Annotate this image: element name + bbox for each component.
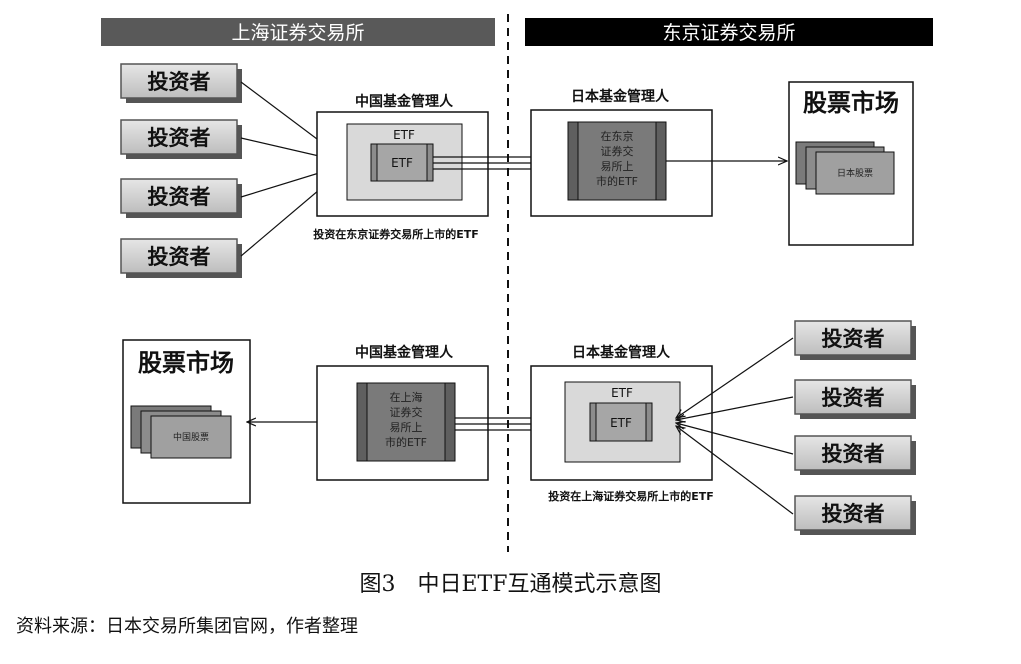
bottom-china-fund-box: 在上海 证券交 易所上 市的ETF <box>316 365 489 481</box>
top-market-title: 股票市场 <box>803 89 899 117</box>
top-japan-fund-title: 日本基金管理人 <box>571 88 670 105</box>
bottom-china-etf-line-1: 在上海 <box>390 390 423 404</box>
bottom-investor-4-label: 投资者 <box>822 502 885 526</box>
bottom-investor-2: 投资者 <box>794 379 916 419</box>
top-investor-1-label: 投资者 <box>148 70 211 94</box>
bottom-investor-4: 投资者 <box>794 495 916 535</box>
top-japan-etf-line-2: 证券交 <box>601 144 634 158</box>
header-shanghai-label: 上海证券交易所 <box>231 22 364 44</box>
bottom-investor-arrows <box>676 337 794 515</box>
top-note: 投资在东京证券交易所上市的ETF <box>313 227 479 241</box>
bottom-investor-3: 投资者 <box>794 435 916 475</box>
source-note: 资料来源：日本交易所集团官网，作者整理 <box>16 616 358 637</box>
header-shanghai: 上海证券交易所 <box>101 18 495 46</box>
top-china-etf-outer-label: ETF <box>393 128 415 142</box>
top-investor-3-label: 投资者 <box>148 185 211 209</box>
top-investor-2: 投资者 <box>120 119 242 159</box>
bottom-japan-fund-box: ETF ETF <box>530 365 713 481</box>
top-market-card-label: 日本股票 <box>837 167 873 179</box>
bottom-china-fund-title: 中国基金管理人 <box>355 344 454 361</box>
top-japan-etf-line-4: 市的ETF <box>596 174 638 188</box>
bottom-investor-1-label: 投资者 <box>822 327 885 351</box>
figure-caption: 图3 中日ETF互通模式示意图 <box>359 572 662 597</box>
top-japan-fund-box: 在东京 证券交 易所上 市的ETF <box>530 109 713 217</box>
diagram: 上海证券交易所 东京证券交易所 投资者 投资者 投资者 投资者 中国基金管理人 <box>101 14 933 552</box>
bottom-note: 投资在上海证券交易所上市的ETF <box>548 489 714 503</box>
bottom-investor-1: 投资者 <box>794 320 916 360</box>
top-japan-etf-line-3: 易所上 <box>601 160 634 173</box>
bottom-china-etf-line-4: 市的ETF <box>385 435 427 449</box>
top-investor-4-label: 投资者 <box>148 245 211 269</box>
bottom-china-etf-line-2: 证券交 <box>390 405 423 419</box>
top-investor-4: 投资者 <box>120 238 242 278</box>
top-investor-2-label: 投资者 <box>148 126 211 150</box>
bottom-japan-etf-inner-label: ETF <box>610 416 632 430</box>
header-tokyo: 东京证券交易所 <box>525 18 933 46</box>
top-china-fund-title: 中国基金管理人 <box>355 93 454 110</box>
top-investor-3: 投资者 <box>120 178 242 218</box>
top-investor-1: 投资者 <box>120 63 242 103</box>
top-japan-etf-line-1: 在东京 <box>601 129 634 143</box>
bottom-market-card-label: 中国股票 <box>173 431 209 443</box>
top-stock-market: 股票市场 日本股票 <box>788 81 914 246</box>
bottom-japan-etf-outer-label: ETF <box>611 386 633 400</box>
top-china-fund-box: ETF ETF <box>316 111 489 217</box>
bottom-stock-market: 股票市场 中国股票 <box>122 339 251 504</box>
bottom-investor-3-label: 投资者 <box>822 442 885 466</box>
bottom-japan-fund-title: 日本基金管理人 <box>572 344 671 361</box>
bottom-investor-2-label: 投资者 <box>822 386 885 410</box>
header-tokyo-label: 东京证券交易所 <box>662 22 795 44</box>
bottom-china-etf-line-3: 易所上 <box>390 421 423 434</box>
bottom-market-title: 股票市场 <box>138 349 234 377</box>
top-china-etf-inner-label: ETF <box>391 156 413 170</box>
